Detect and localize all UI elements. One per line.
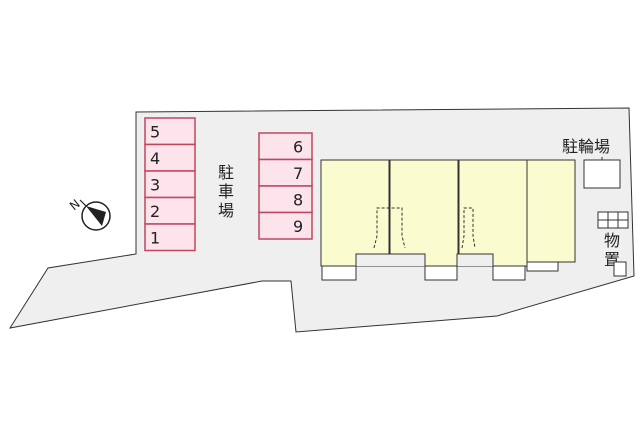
parking-label-char: 駐 <box>218 163 234 182</box>
apartment-building <box>320 159 576 281</box>
parking-space-number: 8 <box>293 190 303 209</box>
parking-space <box>144 223 196 252</box>
balcony <box>526 261 559 272</box>
parking-space-number: 4 <box>150 149 160 168</box>
parking-space-number: 2 <box>150 202 160 221</box>
unit-1 <box>320 159 390 267</box>
parking-space-number: 3 <box>150 175 160 194</box>
bicycle-parking-area <box>583 159 621 189</box>
unit-4 <box>526 159 576 263</box>
parking-space-number: 6 <box>293 137 303 156</box>
parking-label-char: 場 <box>218 201 234 220</box>
parking-space-number: 9 <box>293 217 303 236</box>
parking-right: 6 7 8 9 <box>258 132 313 240</box>
unit-2 <box>389 159 459 267</box>
parking-space <box>258 132 313 161</box>
balcony <box>492 265 526 281</box>
parking-label: 駐 車 場 <box>218 163 234 220</box>
parking-space-number: 7 <box>293 164 303 183</box>
parking-space <box>258 211 313 240</box>
parking-left: 5 4 3 2 1 <box>144 117 196 252</box>
compass-north-label: N <box>67 197 83 213</box>
parking-space <box>258 158 313 187</box>
storage-grid-icon <box>597 211 629 229</box>
parking-space <box>258 185 313 214</box>
storage: 物 置 <box>597 211 629 277</box>
compass: N <box>67 197 111 231</box>
parking-space <box>144 170 196 199</box>
parking-space-number: 5 <box>150 122 160 141</box>
entrance-recess <box>355 253 426 266</box>
entrance-recess <box>456 253 494 266</box>
parking-label-char: 車 <box>218 182 234 201</box>
parking-space <box>144 143 196 172</box>
parking-space-number: 1 <box>150 228 160 247</box>
storage-label-char: 物 <box>604 231 620 250</box>
unit-3 <box>458 159 528 267</box>
balcony <box>321 265 357 281</box>
storage-box <box>613 261 627 277</box>
north-arrow-icon <box>79 199 111 231</box>
bicycle-parking-label: 駐輪場 <box>562 137 610 156</box>
balcony <box>424 265 458 281</box>
bicycle-parking: 駐輪場 <box>562 137 621 189</box>
stairs <box>461 207 476 249</box>
